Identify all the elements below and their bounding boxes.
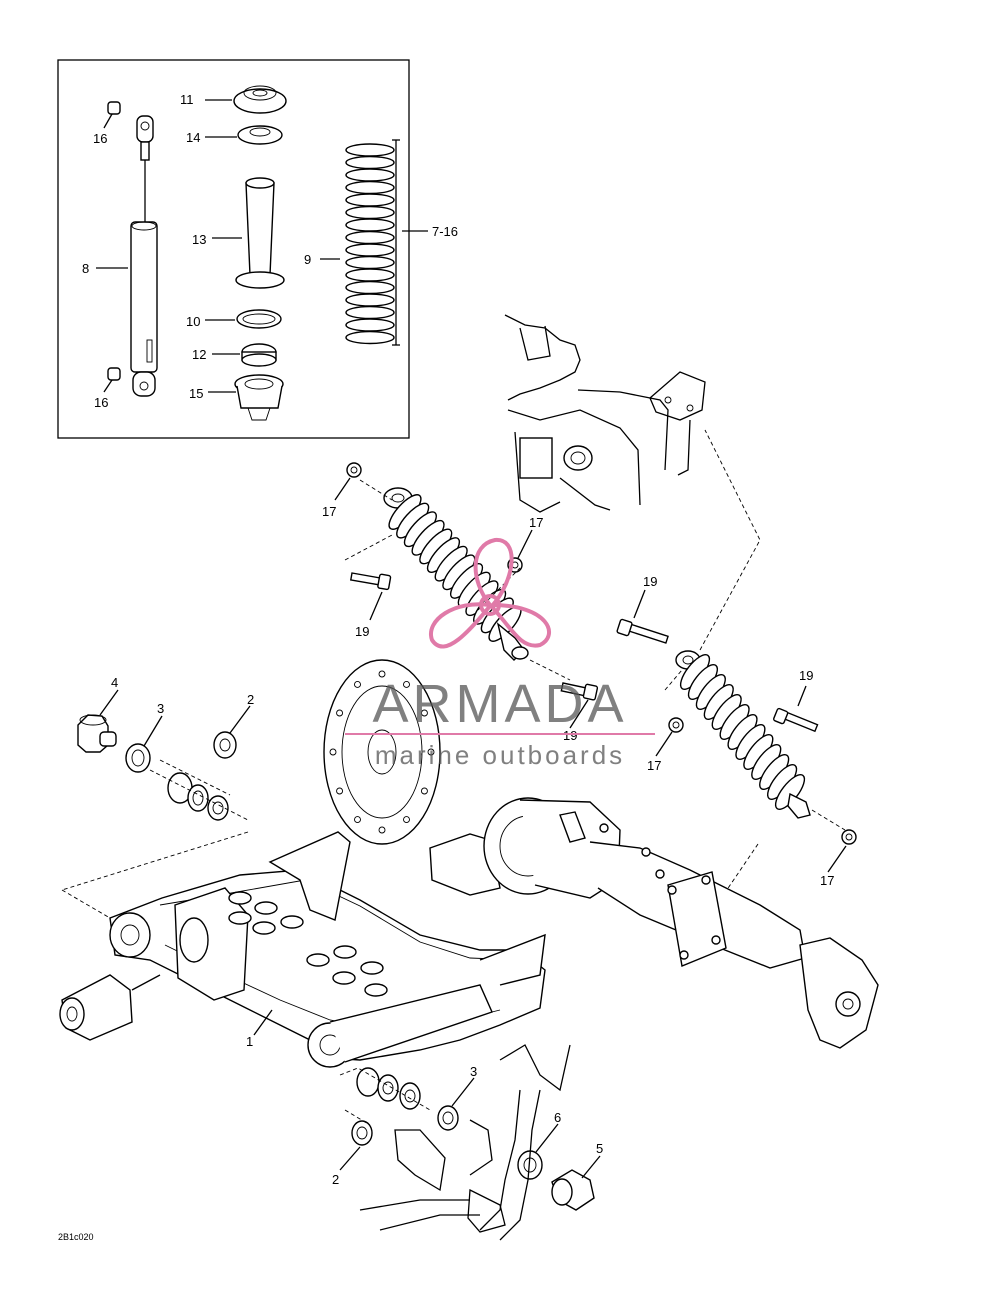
callout-labels: 11 14 13 10 12 15 8 9 7-16 16 16 17 17 1… (82, 92, 834, 1187)
frame-lower-section (359, 1044, 571, 1241)
upper-spring-seat (233, 85, 287, 114)
callout-19-center: 19 (563, 728, 577, 743)
watermark-tagline: marine outboards (375, 740, 625, 770)
drive-coupling (59, 974, 161, 1041)
brake-disc (323, 659, 441, 845)
callout-19-left: 19 (355, 624, 369, 639)
vehicle-frame-section (504, 314, 706, 513)
bolt-lower-left (560, 682, 599, 701)
callout-9: 9 (304, 252, 311, 267)
callout-8: 8 (82, 261, 89, 276)
shock-components-inset (57, 59, 410, 439)
bearing-stack-right (356, 1067, 421, 1110)
rear-shock-right (675, 650, 811, 819)
washer (236, 309, 282, 329)
callout-4: 4 (111, 675, 118, 690)
callout-16-lower: 16 (94, 395, 108, 410)
callout-17-upper-left: 17 (322, 504, 336, 519)
pivot-bolt-left (77, 714, 117, 753)
lower-spring-seat (234, 374, 284, 421)
dust-boot (235, 177, 285, 289)
bolt-right-side (773, 707, 819, 733)
callout-15: 15 (189, 386, 203, 401)
bearing-stack-left (167, 772, 229, 821)
nut-lower-right (841, 829, 857, 845)
bushing-lower (107, 367, 121, 381)
coil-spring (345, 143, 395, 345)
seal-left (125, 743, 151, 773)
callout-17-center: 17 (529, 515, 543, 530)
bearing-right (351, 1120, 373, 1146)
callout-19-right: 19 (799, 668, 813, 683)
callout-17-lower-right: 17 (820, 873, 834, 888)
damper-body (130, 115, 158, 397)
callout-3-right: 3 (470, 1064, 477, 1079)
callout-16-upper: 16 (93, 131, 107, 146)
rear-axle-housing (429, 797, 879, 1049)
callout-19-upper-right: 19 (643, 574, 657, 589)
adjuster-nut (241, 343, 277, 367)
watermark-brand: ARMADA (372, 674, 627, 734)
swing-arm (109, 831, 546, 1068)
leader-lines (96, 99, 847, 1179)
diagram-reference-code: 2B1c020 (58, 1232, 94, 1242)
callout-2-left: 2 (247, 692, 254, 707)
propeller-logo-icon (429, 538, 551, 649)
callout-17-right-mid: 17 (647, 758, 661, 773)
callout-2-right: 2 (332, 1172, 339, 1187)
callout-7-16: 7-16 (432, 224, 458, 239)
armada-watermark: ARMADA marine outboards (345, 538, 655, 770)
callout-10: 10 (186, 314, 200, 329)
upper-nut-left (346, 462, 362, 478)
bolt-upper-left (349, 572, 392, 591)
callout-5: 5 (596, 1141, 603, 1156)
inset-frame (57, 59, 410, 439)
bushing-upper (107, 101, 121, 115)
pivot-bolt-right (551, 1169, 595, 1211)
callout-1: 1 (246, 1034, 253, 1049)
bolt-upper-right (616, 618, 669, 644)
seal-right (437, 1105, 459, 1131)
callout-3-left: 3 (157, 701, 164, 716)
callout-11: 11 (180, 92, 194, 107)
callout-12: 12 (192, 347, 206, 362)
callout-13: 13 (192, 232, 206, 247)
bearing-left (213, 731, 237, 759)
callout-14: 14 (186, 130, 200, 145)
nut-right-mid (668, 717, 684, 733)
rear-shock-left (383, 487, 529, 661)
retainer-ring (237, 125, 283, 145)
callout-6: 6 (554, 1110, 561, 1125)
